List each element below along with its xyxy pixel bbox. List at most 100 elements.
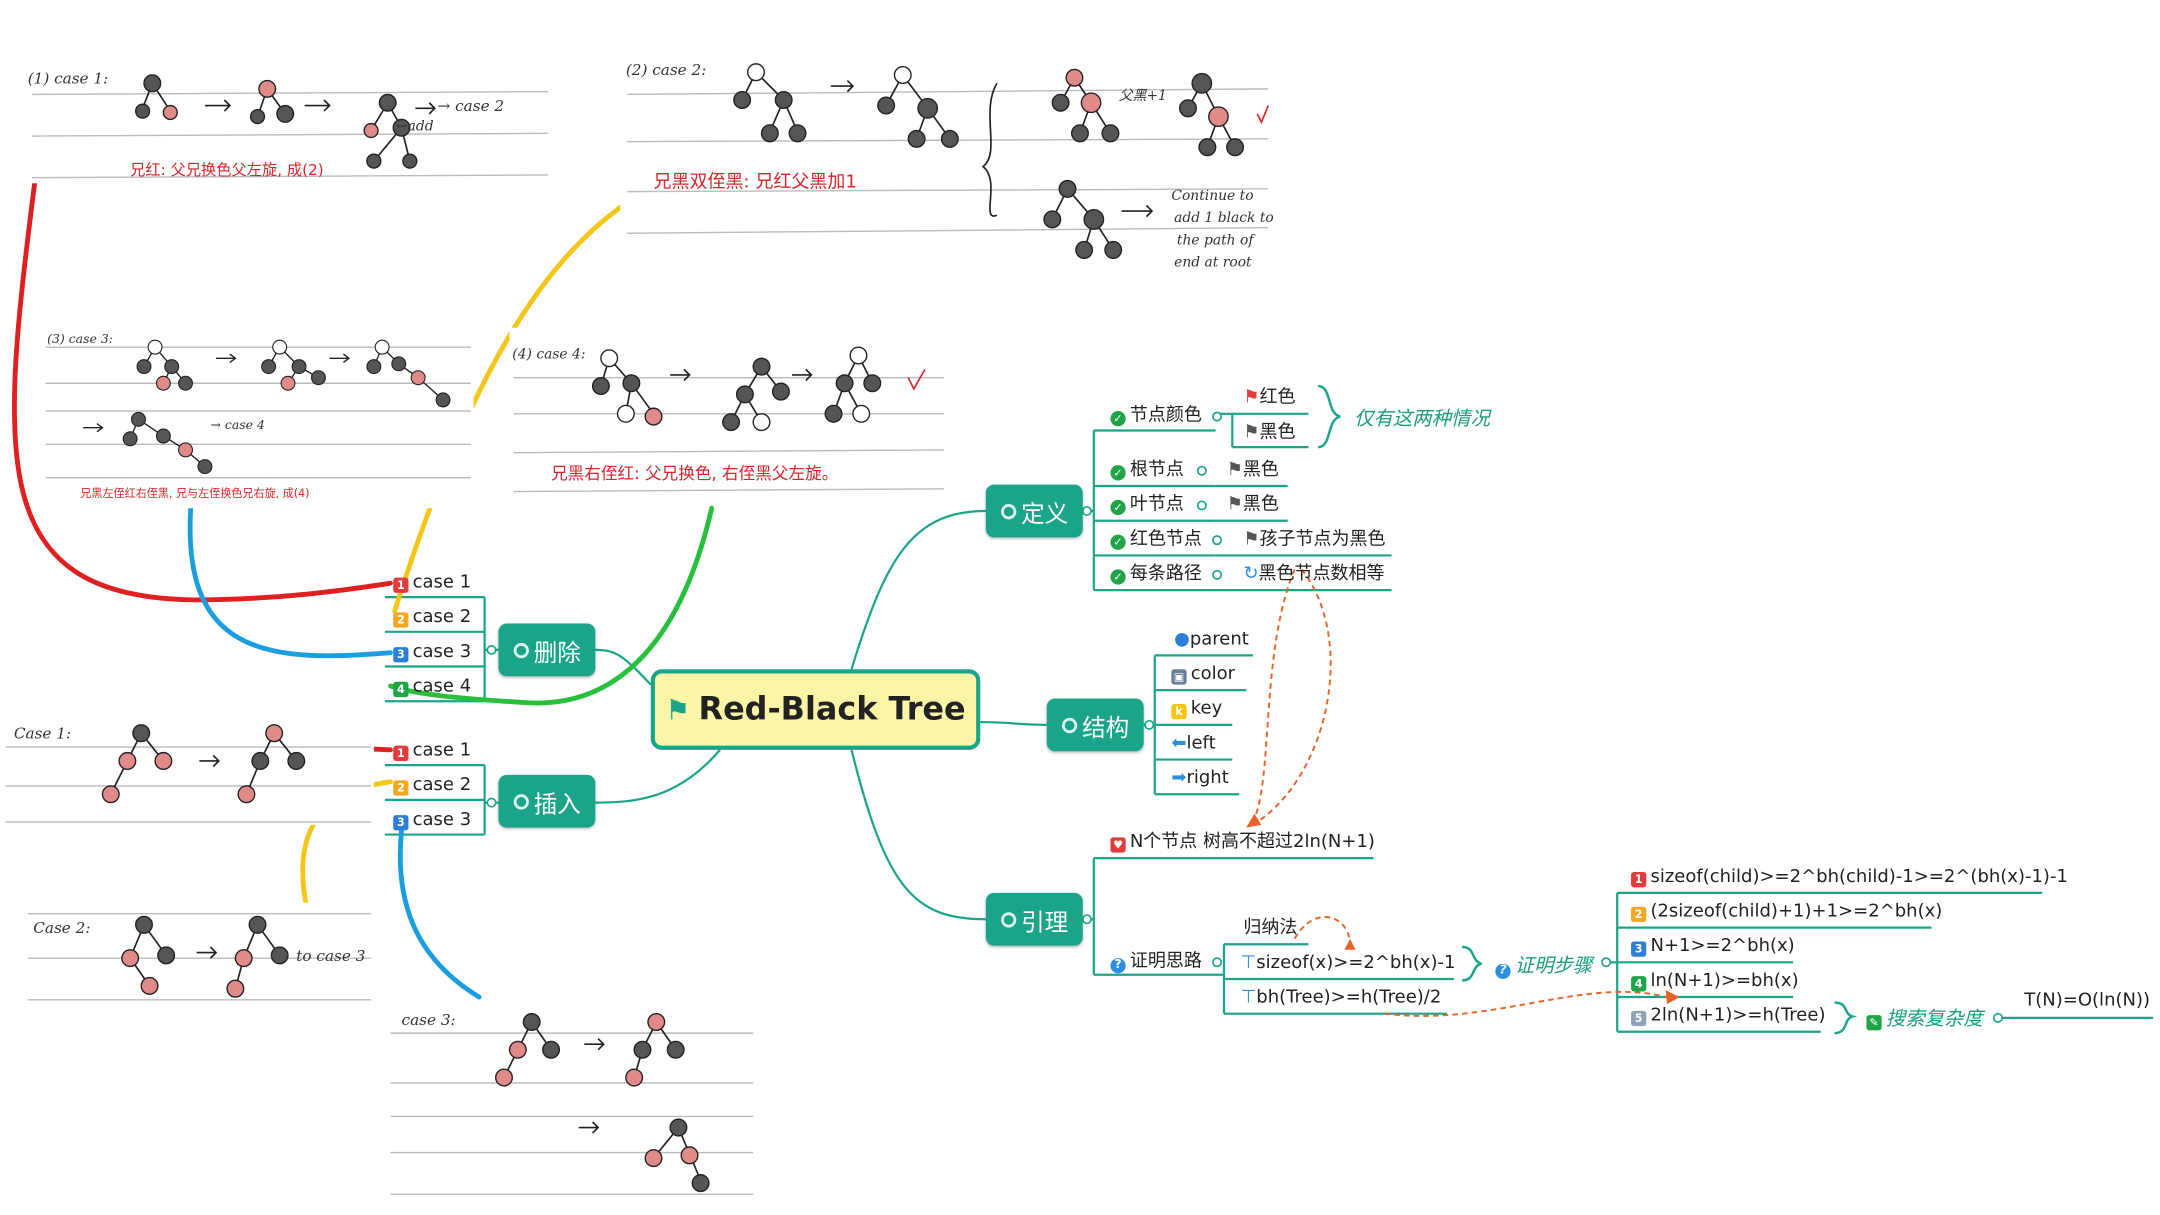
photo-delete-case4-label: (4) case 4: — [512, 347, 586, 363]
arrow-left-icon: ⬅ — [1171, 733, 1187, 755]
lemma-step-2[interactable]: 2(2sizeof(child)+1)+1>=2^bh(x) — [1631, 900, 1942, 925]
notebook-sketch — [27, 913, 372, 1001]
topic-insert[interactable]: 插入 — [498, 774, 596, 828]
def-leaf-black[interactable]: ⚑黑色 — [1226, 494, 1279, 516]
photo-delete-case2-label: (2) case 2: — [625, 61, 707, 80]
def-leaf[interactable]: ✓叶节点 — [1110, 493, 1184, 518]
topic-lemma-label: 引理 — [1021, 908, 1069, 937]
edit-icon: ✎ — [1866, 1015, 1882, 1031]
photo-insert-case3-label: case 3: — [401, 1010, 456, 1029]
central-topic[interactable]: ⚑ Red-Black Tree — [650, 669, 981, 750]
photo-delete-case1: (1) case 1: → case 2 ←add 兄红: 父兄换色父左旋, 成… — [24, 55, 552, 184]
cycle-icon: ↻ — [1243, 563, 1259, 585]
progress-icon — [1000, 911, 1016, 927]
number-2-icon: 2 — [393, 612, 409, 628]
def-only-two-note: 仅有这两种情况 — [1354, 408, 1490, 431]
number-1-icon: 1 — [1631, 872, 1647, 888]
brace-only-two — [1317, 384, 1341, 449]
lemma-proof-idea[interactable]: ?证明思路 — [1110, 950, 1202, 975]
def-red-children[interactable]: ⚑孩子节点为黑色 — [1243, 529, 1386, 550]
relation-induction — [1293, 916, 1351, 945]
struct-parent[interactable]: ●parent — [1174, 629, 1249, 650]
connector-yellow-del2 — [392, 191, 643, 614]
notebook-sketch — [5, 724, 372, 823]
central-topic-title: Red-Black Tree — [698, 691, 966, 728]
notebook-sketch — [31, 74, 549, 179]
edge-central-lemma — [850, 749, 986, 921]
photo-delete-case4-note: 兄黑右侄红: 父兄换色, 右侄黑父左旋。 — [551, 463, 839, 484]
edge-central-definition — [850, 509, 986, 670]
photo-delete-case1-note: 兄红: 父兄换色父左旋, 成(2) — [130, 161, 324, 180]
lemma-complexity[interactable]: T(N)=O(ln(N)) — [2024, 990, 2151, 1011]
gray-flag-icon: ⚑ — [1226, 494, 1243, 516]
struct-left[interactable]: ⬅left — [1171, 733, 1216, 755]
def-root[interactable]: ✓根节点 — [1110, 458, 1184, 483]
photo-delete-case4: (4) case 4: 兄黑右侄红: 父兄换色, 右侄黑父左旋。 — [509, 327, 948, 506]
photo-delete-case2-cont-4: end at root — [1174, 255, 1252, 271]
photo-delete-case1-arrow: → case 2 — [437, 97, 505, 116]
lemma-induction: 归纳法 — [1243, 917, 1298, 939]
topic-definition[interactable]: 定义 — [985, 484, 1083, 538]
def-path-equal[interactable]: ↻黑色节点数相等 — [1243, 563, 1385, 585]
lemma-proof-steps[interactable]: ?证明步骤 — [1495, 951, 1592, 979]
topic-delete[interactable]: 删除 — [498, 623, 596, 677]
def-node-color[interactable]: ✓节点颜色 — [1110, 404, 1202, 429]
struct-right[interactable]: ➡right — [1171, 767, 1229, 789]
number-3-icon: 3 — [393, 647, 409, 663]
photo-delete-case2: (2) case 2: 父黑+1 兄黑双侄黑: 兄红父黑加1 Continue … — [620, 55, 1274, 278]
edge-central-insert — [595, 749, 721, 804]
def-red-node[interactable]: ✓红色节点 — [1110, 528, 1202, 553]
lemma-bh[interactable]: ⊤bh(Tree)>=h(Tree)/2 — [1240, 987, 1442, 1009]
lemma-n-nodes[interactable]: ♥N个节点 树高不超过2ln(N+1) — [1110, 830, 1375, 855]
relation-path-to-lemma-2 — [1252, 568, 1332, 826]
formula-icon: ⊤ — [1240, 987, 1257, 1009]
def-path[interactable]: ✓每条路径 — [1110, 562, 1202, 587]
def-root-black[interactable]: ⚑黑色 — [1226, 459, 1279, 481]
photo-delete-case1-add: ←add — [395, 119, 434, 135]
check-icon: ✓ — [1110, 499, 1126, 516]
relation-bh-to-steps — [1384, 990, 1676, 1017]
edge-central-structure — [980, 720, 1047, 726]
formula-icon: ⊤ — [1240, 952, 1257, 974]
number-3-icon: 3 — [1631, 941, 1647, 957]
def-black[interactable]: ⚑黑色 — [1243, 422, 1296, 443]
edge-central-delete — [595, 648, 652, 686]
lemma-search-complexity[interactable]: ✎搜索复杂度 — [1866, 1004, 1983, 1032]
notebook-sketch — [513, 346, 945, 493]
check-icon: ✓ — [1110, 465, 1126, 481]
topic-structure[interactable]: 结构 — [1046, 698, 1144, 752]
photo-delete-case3: (3) case 3: → case 4 兄黑左侄红右侄黑, 兄与左侄换色兄右旋… — [41, 327, 474, 509]
palette-icon: ▣ — [1171, 669, 1187, 685]
progress-icon — [512, 793, 529, 809]
topic-lemma[interactable]: 引理 — [985, 892, 1083, 946]
lemma-sizeof[interactable]: ⊤sizeof(x)>=2^bh(x)-1 — [1240, 952, 1456, 974]
def-red[interactable]: ⚑红色 — [1243, 387, 1296, 409]
struct-color[interactable]: ▣color — [1171, 662, 1235, 687]
number-4-icon: 4 — [393, 681, 409, 698]
photo-insert-case2: Case 2: to case 3 — [24, 902, 374, 1009]
photo-delete-case1-label: (1) case 1: — [27, 69, 109, 88]
connector-red-del1 — [11, 180, 393, 603]
gray-flag-icon: ⚑ — [1226, 459, 1243, 481]
brace-proof-steps — [1462, 945, 1482, 982]
red-flag-icon: ⚑ — [1243, 387, 1260, 409]
photo-insert-case2-label: Case 2: — [33, 919, 91, 938]
question-icon: ? — [1495, 963, 1511, 979]
number-2-icon: 2 — [1631, 906, 1647, 923]
connector-green-del4 — [388, 505, 715, 706]
progress-icon — [1061, 717, 1077, 733]
